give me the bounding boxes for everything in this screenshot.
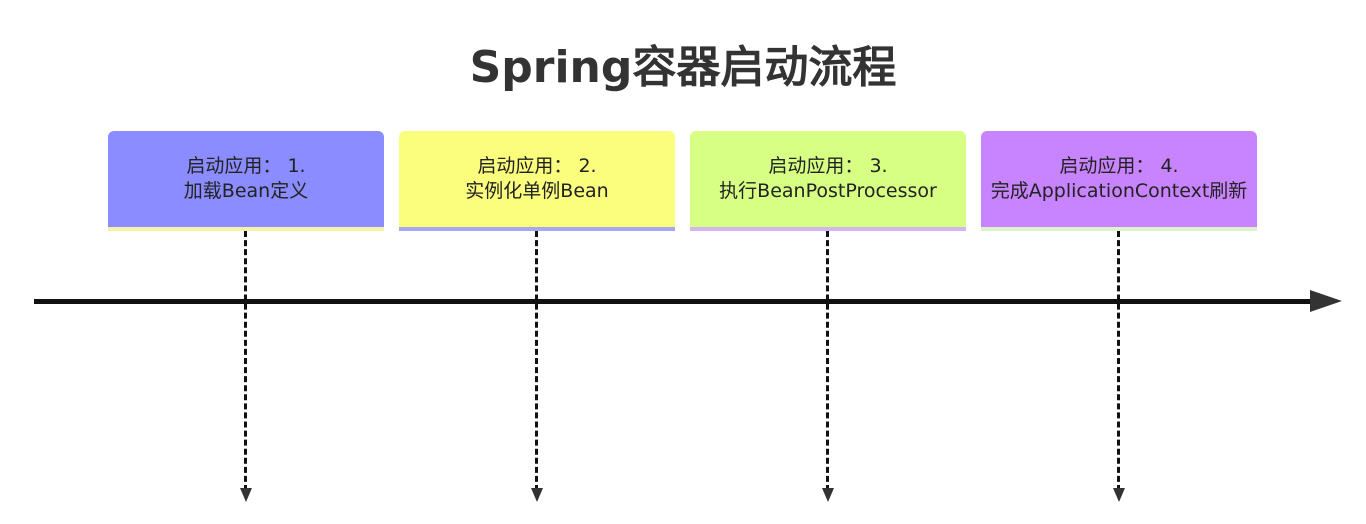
phase-4-lifeline-arrowhead (1113, 488, 1125, 502)
phase-2-label: 实例化单例Bean (465, 180, 609, 202)
phase-2-underline (399, 227, 675, 231)
phase-3-box: 启动应用： 3. 执行BeanPostProcessor (690, 131, 966, 227)
phase-1-lifeline (244, 231, 247, 491)
phase-3-step: 启动应用： 3. (768, 155, 888, 177)
phase-1-step: 启动应用： 1. (186, 155, 306, 177)
phase-4-lifeline (1117, 231, 1120, 491)
phase-4-step: 启动应用： 4. (1059, 155, 1179, 177)
timeline-axis (34, 299, 1316, 304)
phase-1-lifeline-arrowhead (240, 488, 252, 502)
phase-4-box: 启动应用： 4. 完成ApplicationContext刷新 (981, 131, 1257, 227)
phase-2-step: 启动应用： 2. (477, 155, 597, 177)
phase-4-underline (981, 227, 1257, 231)
phase-3-label: 执行BeanPostProcessor (719, 180, 937, 202)
phase-1-label: 加载Bean定义 (183, 180, 309, 202)
diagram-title: Spring容器启动流程 (469, 42, 897, 93)
phase-2-lifeline (535, 231, 538, 491)
phase-4-label: 完成ApplicationContext刷新 (990, 180, 1248, 202)
phase-3-underline (690, 227, 966, 231)
phase-2-lifeline-arrowhead (531, 488, 543, 502)
phase-3-lifeline (826, 231, 829, 491)
phase-2-box: 启动应用： 2. 实例化单例Bean (399, 131, 675, 227)
timeline-arrowhead (1310, 290, 1342, 312)
phase-1-underline (108, 227, 384, 231)
phase-3-lifeline-arrowhead (822, 488, 834, 502)
phase-1-box: 启动应用： 1. 加载Bean定义 (108, 131, 384, 227)
